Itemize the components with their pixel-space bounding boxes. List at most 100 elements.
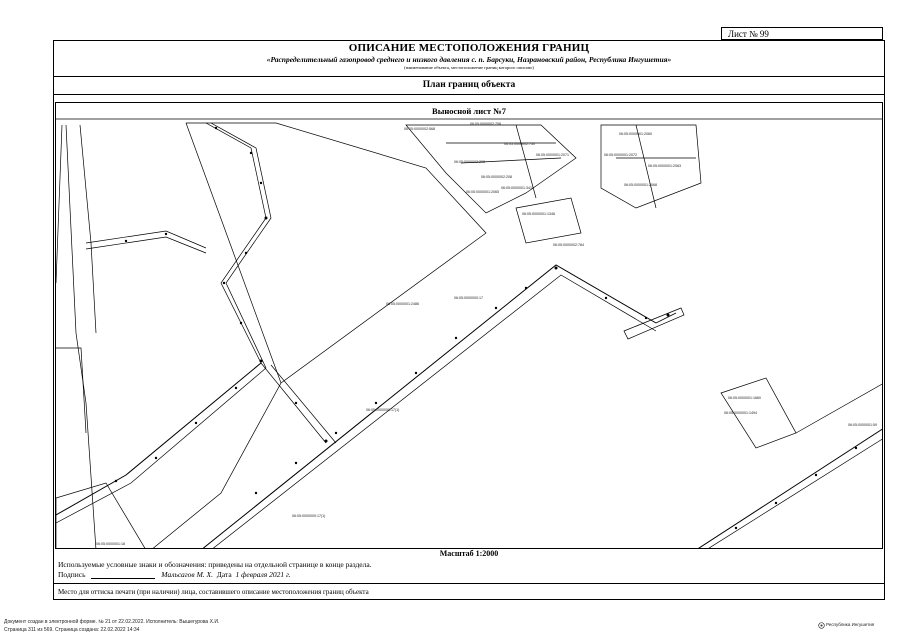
pipeline-offset (85, 236, 207, 254)
point-marker (604, 296, 608, 300)
date-label: Дата (216, 570, 232, 579)
point-marker (554, 266, 558, 270)
pipeline (56, 362, 262, 516)
footer-document-info: Документ создан в электронной форме. № 2… (4, 619, 220, 625)
point-marker (222, 281, 226, 285)
parcel-label: 06:05:0000001:2071 (536, 153, 569, 157)
point-marker (294, 461, 298, 465)
point-marker (254, 491, 258, 495)
parcel-label: 06:05:0000000:17(1) (292, 514, 325, 518)
sheet-number: Лист № 99 (721, 27, 883, 40)
pipeline (202, 264, 657, 548)
point-marker (524, 286, 528, 290)
parcel-label: 06:05:0000001:18 (96, 542, 125, 546)
parcel-outline (795, 383, 882, 434)
point-marker (264, 216, 268, 220)
point-marker (494, 306, 498, 310)
parcel-label: 06:05:0000002:568 (404, 127, 435, 131)
parcel-label: 06:05:0000001:1660 (728, 396, 761, 400)
signature-date: 1 февраля 2021 г. (235, 570, 291, 579)
point-marker (164, 232, 168, 236)
point-marker (249, 151, 253, 155)
point-marker (114, 479, 118, 483)
point-marker (666, 313, 670, 317)
point-marker (414, 371, 418, 375)
document-frame (53, 40, 885, 600)
signature-blank (91, 570, 156, 579)
point-marker (734, 526, 738, 530)
parcel-label: 06:05:0000002:750 (504, 142, 535, 146)
signer-name: Мальсагов М. Х. (161, 570, 214, 579)
pipeline (260, 362, 327, 444)
boundary-line (56, 124, 63, 284)
parcel-outline (515, 197, 582, 244)
map-drawing: 06:05:0000002:568 06:05:0000001:2060 06:… (56, 118, 882, 548)
parcel-label: 06:05:0000001:2072 (604, 153, 637, 157)
point-marker (239, 321, 243, 325)
pipeline-offset (56, 367, 267, 524)
point-marker (774, 501, 778, 505)
pipeline-offset (708, 438, 882, 548)
parcel-label: 06:05:0000001:2065 (466, 190, 499, 194)
parcel-label: 06:05:0000002:758 (470, 122, 501, 126)
point-marker (374, 401, 378, 405)
footer-brand: Республика Ингушетия (826, 622, 875, 627)
parcel-outline (405, 124, 577, 214)
map-title: Выносной лист №7 (432, 106, 506, 116)
parcel-label: 06:05:0000001:2063 (648, 164, 681, 168)
point-marker (644, 316, 648, 320)
divider (53, 76, 885, 77)
footer-page-info: Страница 311 из 569. Страница создана: 2… (4, 627, 140, 633)
signature-line: Подпись Мальсагов М. Х. Дата 1 февраля 2… (58, 570, 291, 579)
divider (53, 94, 885, 95)
parcel-outline (515, 124, 537, 199)
scale-label: Масштаб 1:2000 (439, 549, 499, 558)
parcel-label: 06:05:0000000:17(1) (366, 408, 399, 412)
plan-title: План границ объекта (422, 80, 516, 90)
point-marker (294, 401, 298, 405)
point-marker (154, 456, 158, 460)
point-marker (124, 239, 128, 243)
parcel-outline (635, 124, 657, 209)
pipeline (205, 122, 267, 364)
pipeline-offset (270, 364, 337, 444)
point-marker (854, 446, 858, 450)
point-marker (814, 473, 818, 477)
parcel-outline (460, 157, 562, 164)
point-marker (259, 359, 263, 363)
document-title: ОПИСАНИЕ МЕСТОПОЛОЖЕНИЯ ГРАНИЦ (348, 42, 590, 54)
pipeline (85, 230, 207, 249)
parcel-label: 06:05:0000001:2060 (619, 132, 652, 136)
parcel-label: 06:05:0000000:17 (454, 296, 483, 300)
point-marker (324, 439, 328, 443)
parcel-label: 06:05:0000002:208 (454, 160, 485, 164)
object-name-caption: (наименование объекта, местоположение гр… (404, 65, 534, 70)
pipeline (698, 428, 882, 548)
boundary-line (56, 347, 87, 434)
point-marker (234, 386, 238, 390)
parcel-label: 06:05:0000001:2486 (386, 302, 419, 306)
parcel-label: 06:05:0000001:3411 (501, 186, 534, 190)
parcel-outline (185, 122, 487, 384)
parcel-label: 06:05:0000001:2068 (624, 183, 657, 187)
emblem-icon (818, 622, 825, 629)
object-name: «Распределительный газопровод среднего и… (266, 55, 672, 64)
parcel-label: 06:05:0000001:59 (848, 423, 877, 427)
signature-label: Подпись (58, 570, 86, 579)
point-marker (194, 421, 198, 425)
pipeline-offset (210, 122, 272, 369)
point-marker (214, 126, 218, 130)
parcel-outline (152, 382, 282, 548)
boundary-line (65, 124, 97, 548)
divider (53, 583, 885, 584)
parcel-label: 06:05:0000002:208 (481, 175, 512, 179)
parcel-label: 06:05:0000001:1494 (724, 411, 757, 415)
legend-note: Используемые условные знаки и обозначени… (58, 560, 372, 569)
parcel-outline (623, 307, 685, 340)
boundary-line (79, 124, 97, 334)
stamp-note: Место для оттиска печати (при наличии) л… (58, 588, 369, 596)
point-marker (259, 181, 263, 185)
map-area: 06:05:0000002:568 06:05:0000001:2060 06:… (55, 102, 883, 549)
parcel-outline (600, 124, 702, 209)
pipeline-offset (212, 274, 657, 548)
